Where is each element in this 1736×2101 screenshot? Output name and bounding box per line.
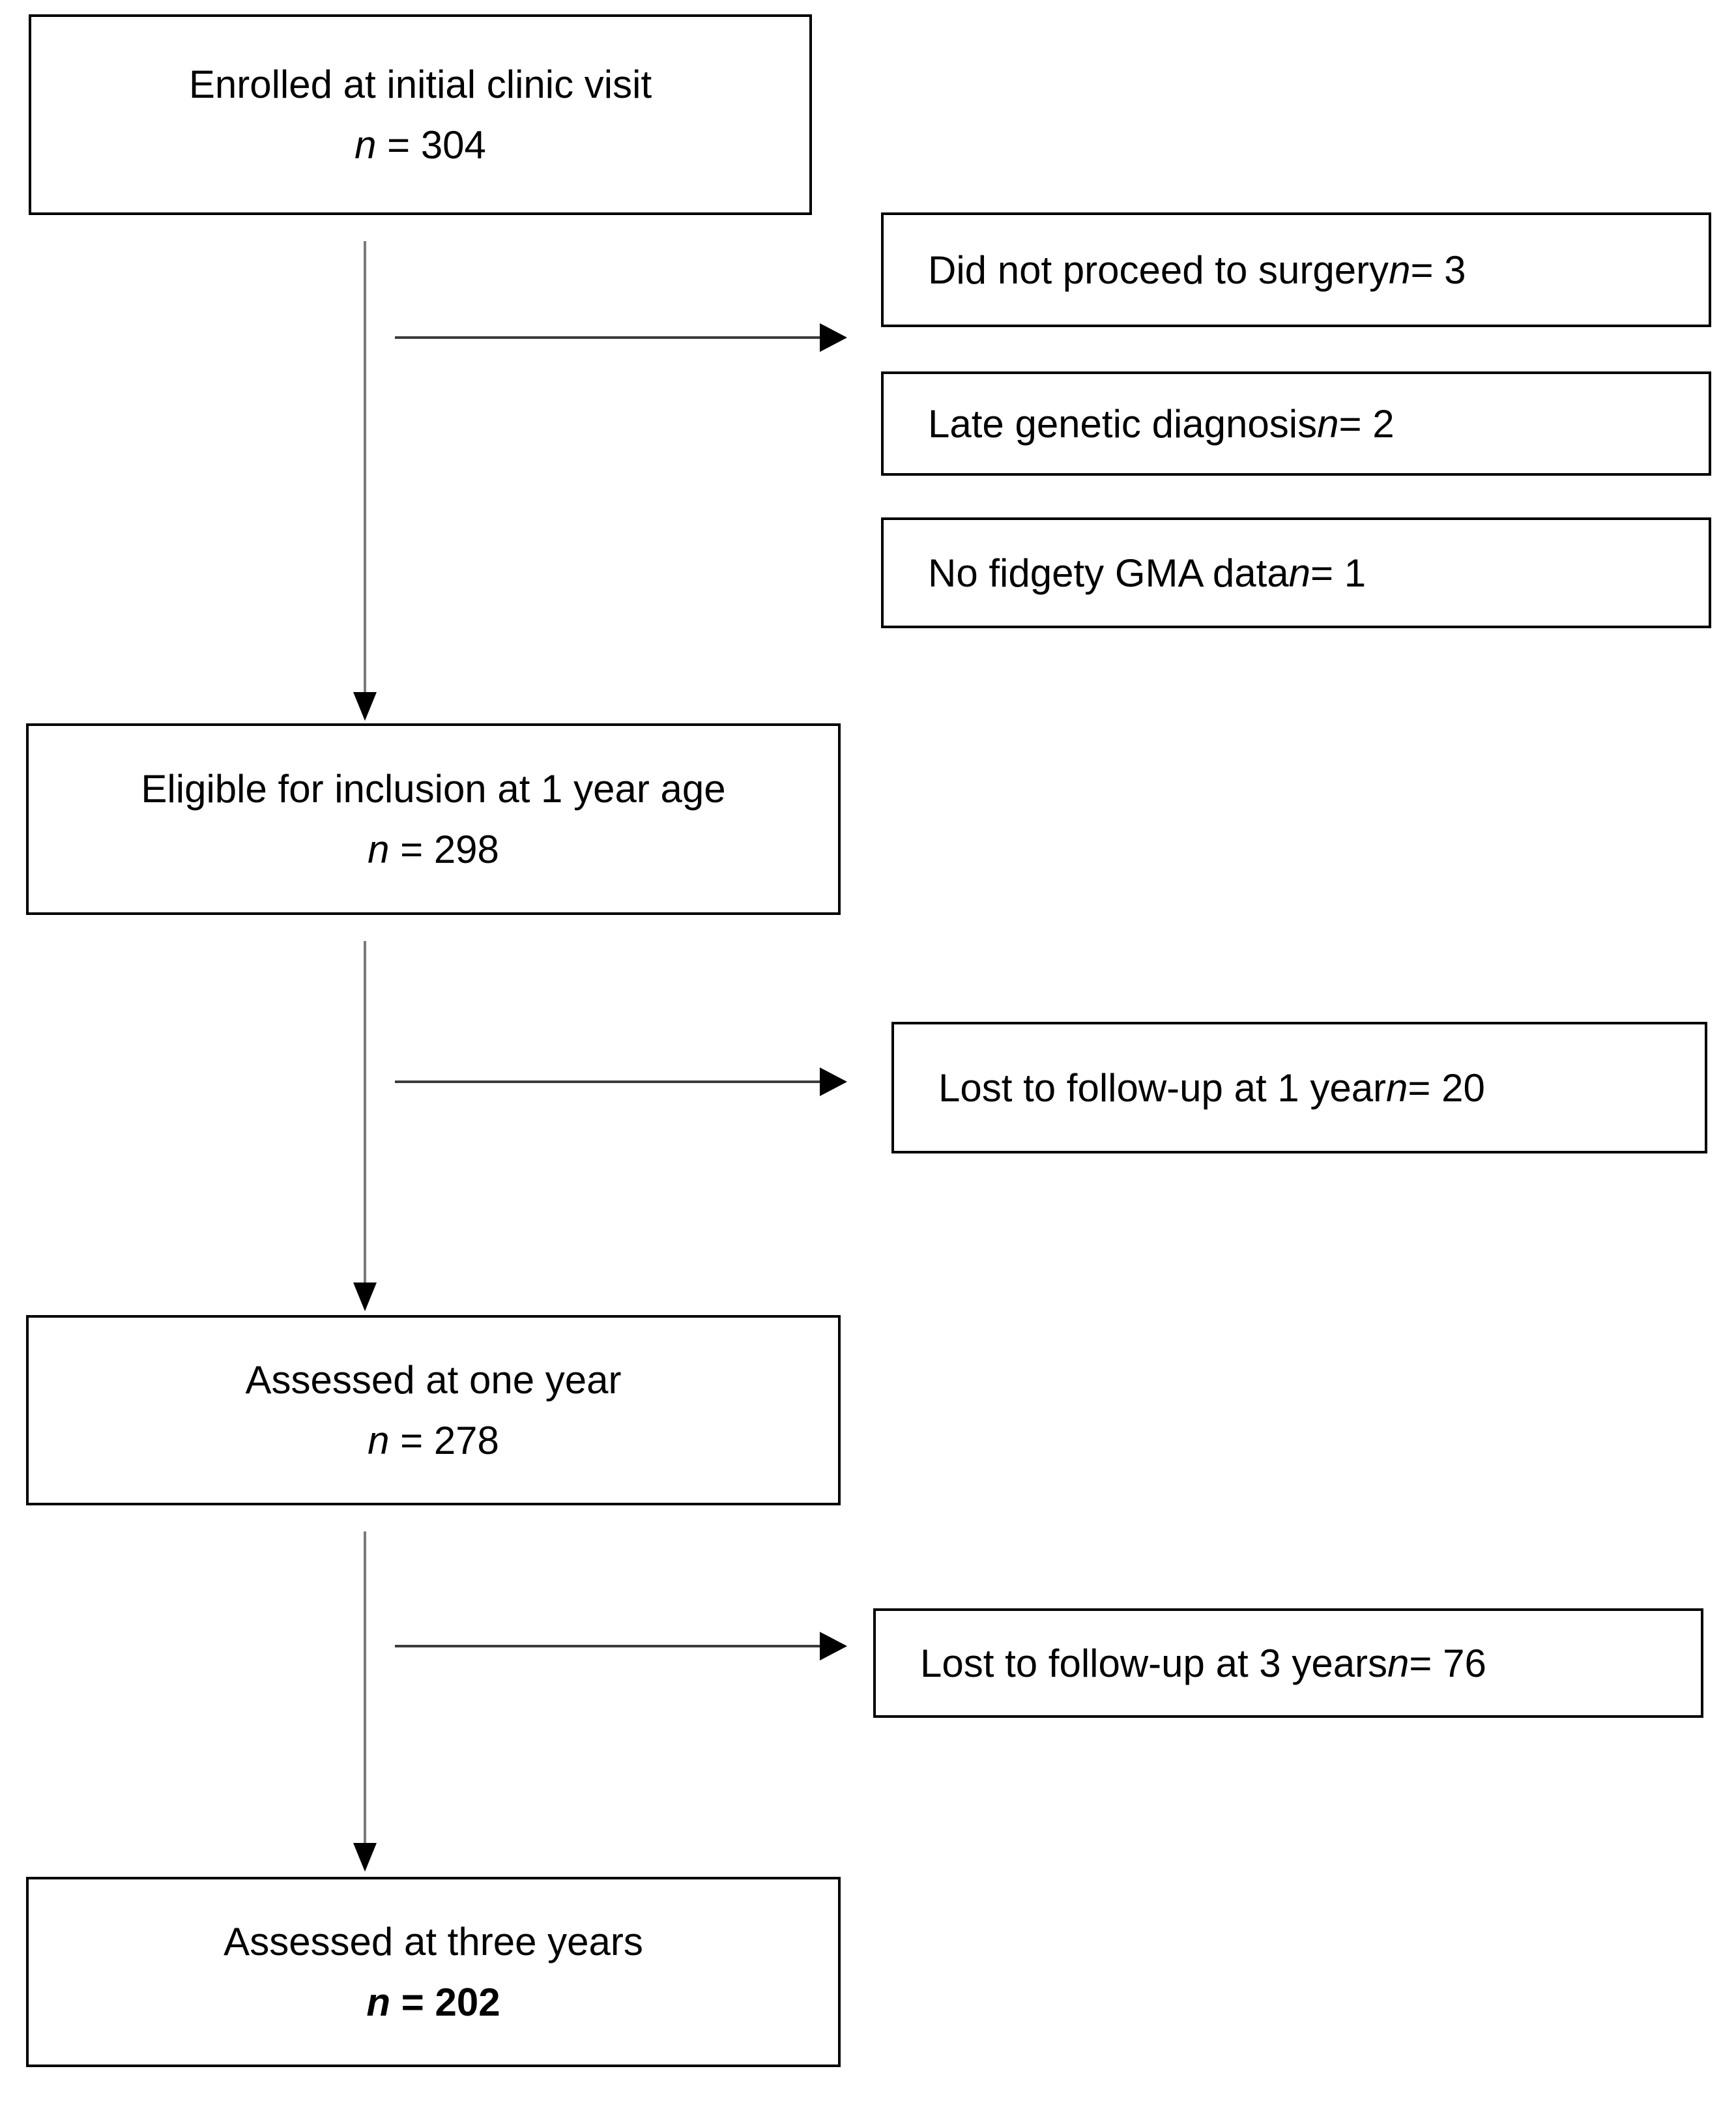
n-value: = 298 [389,828,499,871]
arrowhead-down-icon [353,1843,377,1872]
box-label: Assessed at one year [245,1358,622,1402]
arrowhead-right-icon [820,323,847,352]
n-value: = 20 [1408,1065,1485,1110]
arrow-line [364,241,366,692]
box-label: Late genetic diagnosis [928,401,1318,446]
n-value: = 202 [390,1980,500,2024]
n-count: n = 304 [354,115,486,175]
box-label: Did not proceed to surgery [928,248,1389,292]
box-label: Enrolled at initial clinic visit [188,63,652,106]
n-value: = 2 [1338,401,1395,446]
box-label: Assessed at three years [224,1920,643,1963]
arrow-line [364,941,366,1282]
box-enrolled-initial-visit: Enrolled at initial clinic visit n = 304 [29,14,812,215]
n-symbol: n [1288,551,1310,595]
n-symbol: n [368,1419,390,1462]
n-count: n = 202 [366,1972,500,2033]
n-value: = 3 [1410,248,1466,292]
n-symbol: n [354,123,377,167]
n-symbol: n [368,828,390,871]
box-eligible-1-year: Eligible for inclusion at 1 year age n =… [26,723,841,915]
n-symbol: n [1387,1641,1410,1685]
box-lost-follow-up-1-year: Lost to follow-up at 1 year n = 20 [891,1022,1707,1153]
box-assessed-one-year: Assessed at one year n = 278 [26,1315,841,1505]
n-value: = 304 [376,123,486,167]
arrowhead-down-icon [353,692,377,721]
arrow-line [395,336,820,339]
box-assessed-three-years: Assessed at three years n = 202 [26,1877,841,2067]
box-no-fidgety-gma-data: No fidgety GMA data n = 1 [881,517,1711,628]
box-label: Eligible for inclusion at 1 year age [141,767,726,811]
n-count: n = 278 [368,1410,499,1471]
box-late-genetic-diagnosis: Late genetic diagnosis n = 2 [881,371,1711,476]
box-label: Lost to follow-up at 3 years [920,1641,1388,1685]
arrowhead-right-icon [820,1632,847,1660]
n-symbol: n [1317,401,1339,446]
arrowhead-right-icon [820,1067,847,1096]
n-symbol: n [366,1980,391,2024]
n-symbol: n [1386,1065,1408,1110]
n-value: = 76 [1409,1641,1486,1685]
arrow-line [395,1645,820,1647]
n-value: = 1 [1310,551,1367,595]
n-count: n = 298 [368,819,499,880]
arrow-line [364,1531,366,1843]
box-did-not-proceed-surgery: Did not proceed to surgery n = 3 [881,212,1711,327]
box-label: No fidgety GMA data [928,551,1289,595]
n-value: = 278 [389,1419,499,1462]
arrowhead-down-icon [353,1282,377,1311]
box-label: Lost to follow-up at 1 year [938,1065,1387,1110]
n-symbol: n [1389,248,1411,292]
arrow-line [395,1080,820,1083]
box-lost-follow-up-3-years: Lost to follow-up at 3 years n = 76 [873,1608,1703,1718]
